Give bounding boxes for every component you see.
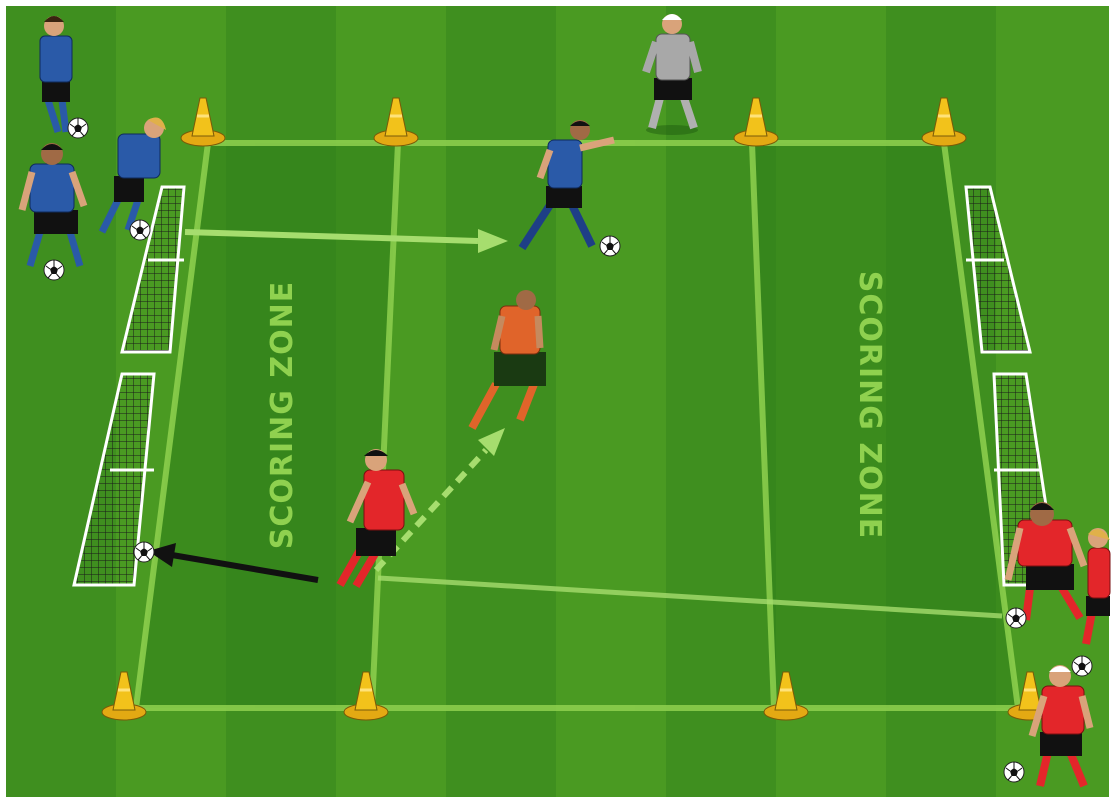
passed-ball [134,542,154,562]
right-zone-label: SCORING ZONE [852,271,887,539]
red-player-1-ball [1006,608,1026,628]
blue-player-3-ball [44,260,64,280]
red-player-3-ball [1004,762,1024,782]
blue-player-2-ball [130,220,150,240]
red-player-2-ball [1072,656,1092,676]
blue-attacker-ball [600,236,620,256]
left-zone-label: SCORING ZONE [265,281,300,549]
blue-player-1-ball [68,118,88,138]
